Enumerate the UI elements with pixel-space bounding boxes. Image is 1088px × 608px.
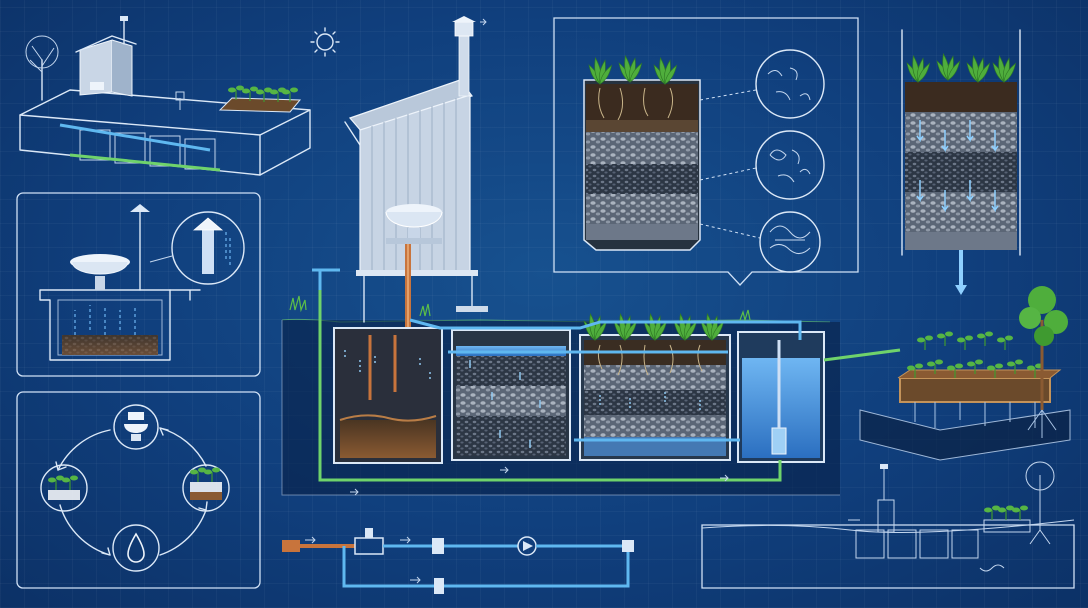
plant-tray-icon: [40, 464, 88, 512]
site-section: [701, 461, 1075, 589]
main-section: [281, 16, 901, 496]
outhouse-small-icon: [75, 16, 137, 97]
vertical-flow-filter: [901, 29, 1021, 295]
pump-icon: [517, 536, 537, 556]
microbe-detail-circles: [699, 49, 825, 273]
gravel-filter-chamber: [451, 329, 571, 461]
cycle-panel: [16, 391, 261, 589]
garden-bed: [859, 286, 1071, 461]
site-tree-icon: [1025, 461, 1055, 545]
toilet-section-panel: [16, 192, 261, 377]
garden-tree-icon: [1019, 286, 1068, 438]
clean-water-tank: [737, 331, 825, 463]
compost-bin-icon: [182, 464, 230, 512]
pipe-schematic: [282, 528, 634, 594]
toilet-bowl-icon: [70, 254, 130, 290]
outhouse-icon: [344, 16, 488, 323]
isometric-overview: [19, 16, 311, 176]
filter-layers-panel: [553, 17, 859, 286]
toilet-icon: [113, 404, 159, 450]
vent-magnifier-icon: [149, 211, 245, 285]
site-outhouse-icon: [877, 464, 895, 533]
layer-stack: [583, 56, 701, 251]
tree-icon: [25, 35, 59, 101]
water-drop-icon: [112, 524, 160, 572]
planted-filter-chamber: [579, 314, 731, 461]
sun-icon: [310, 27, 340, 57]
compost-chamber: [333, 327, 443, 464]
